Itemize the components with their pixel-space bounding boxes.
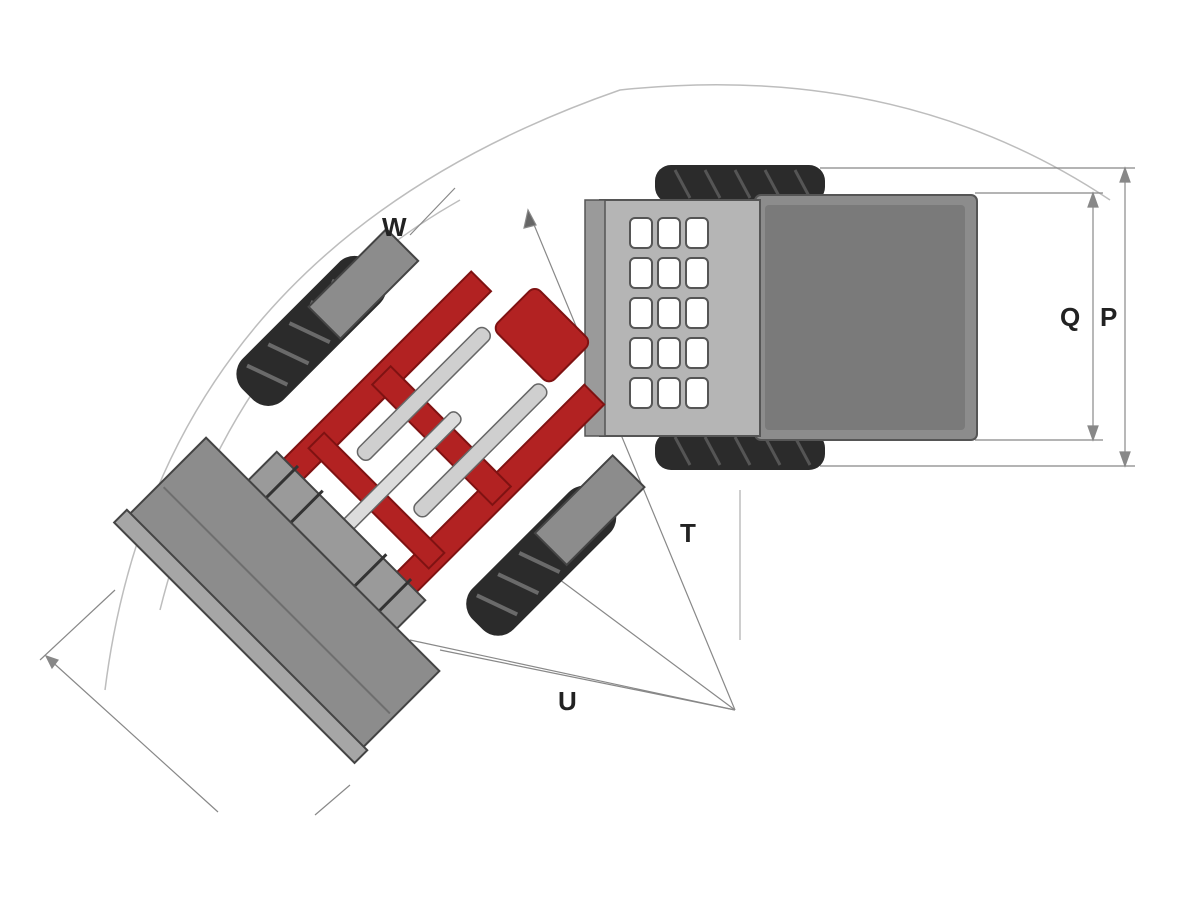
lift-cylinder — [413, 383, 548, 518]
outer-turning-arc — [104, 83, 1111, 691]
tire-tread — [793, 436, 812, 466]
tire-tread — [793, 169, 812, 199]
tire-tread — [246, 363, 289, 387]
dimension-lines — [39, 166, 1135, 816]
q-arrow-top — [1087, 191, 1099, 208]
dimension-label-p: P — [1100, 302, 1117, 332]
tire-tread — [673, 169, 692, 199]
tire-tread — [703, 169, 722, 199]
dimension-label-w: W — [382, 212, 407, 242]
lift-cylinder — [356, 326, 491, 461]
u-radius-line-3 — [539, 564, 736, 711]
front-fender-left — [307, 227, 420, 341]
dimension-label-q: Q — [1060, 302, 1080, 332]
rear-tire-top — [655, 165, 825, 203]
p-arrow-top — [1119, 166, 1131, 183]
t-arrow-head — [523, 208, 537, 229]
front-section — [112, 227, 646, 765]
u-radius-line-2 — [439, 649, 736, 711]
tire-tread — [763, 169, 782, 199]
tire-tread — [497, 572, 540, 596]
tire-tread — [703, 436, 722, 466]
w-arrow-head — [44, 654, 59, 670]
engine-cover-panel — [765, 205, 965, 430]
rear-chassis — [584, 165, 978, 470]
tire-tread — [476, 593, 519, 617]
tire-tread — [518, 551, 561, 574]
q-arrow-bottom — [1087, 425, 1099, 442]
dimension-label-u: U — [558, 686, 577, 716]
tire-tread — [673, 436, 692, 466]
w-extension-2 — [314, 784, 351, 816]
tire-tread — [733, 169, 752, 199]
tire-tread — [763, 436, 782, 466]
tire-tread — [733, 436, 752, 466]
articulation-joint — [494, 287, 590, 383]
tire-tread — [267, 342, 310, 366]
dimension-label-t: T — [680, 518, 696, 548]
w-extension-1 — [39, 589, 116, 661]
bucket-rib — [162, 486, 391, 715]
p-arrow-bottom — [1119, 451, 1131, 468]
tire-tread — [288, 321, 331, 345]
u-radius-line-1 — [409, 639, 736, 711]
bucket-cutting-edge — [112, 508, 369, 765]
front-fender-right — [533, 453, 646, 567]
t-radius-line — [529, 214, 736, 711]
cage-grille — [629, 217, 709, 409]
rear-frame-rail — [584, 199, 606, 437]
w-dimension-line — [47, 657, 219, 813]
w-leader-top — [409, 187, 456, 236]
rear-tire-bottom — [655, 432, 825, 470]
